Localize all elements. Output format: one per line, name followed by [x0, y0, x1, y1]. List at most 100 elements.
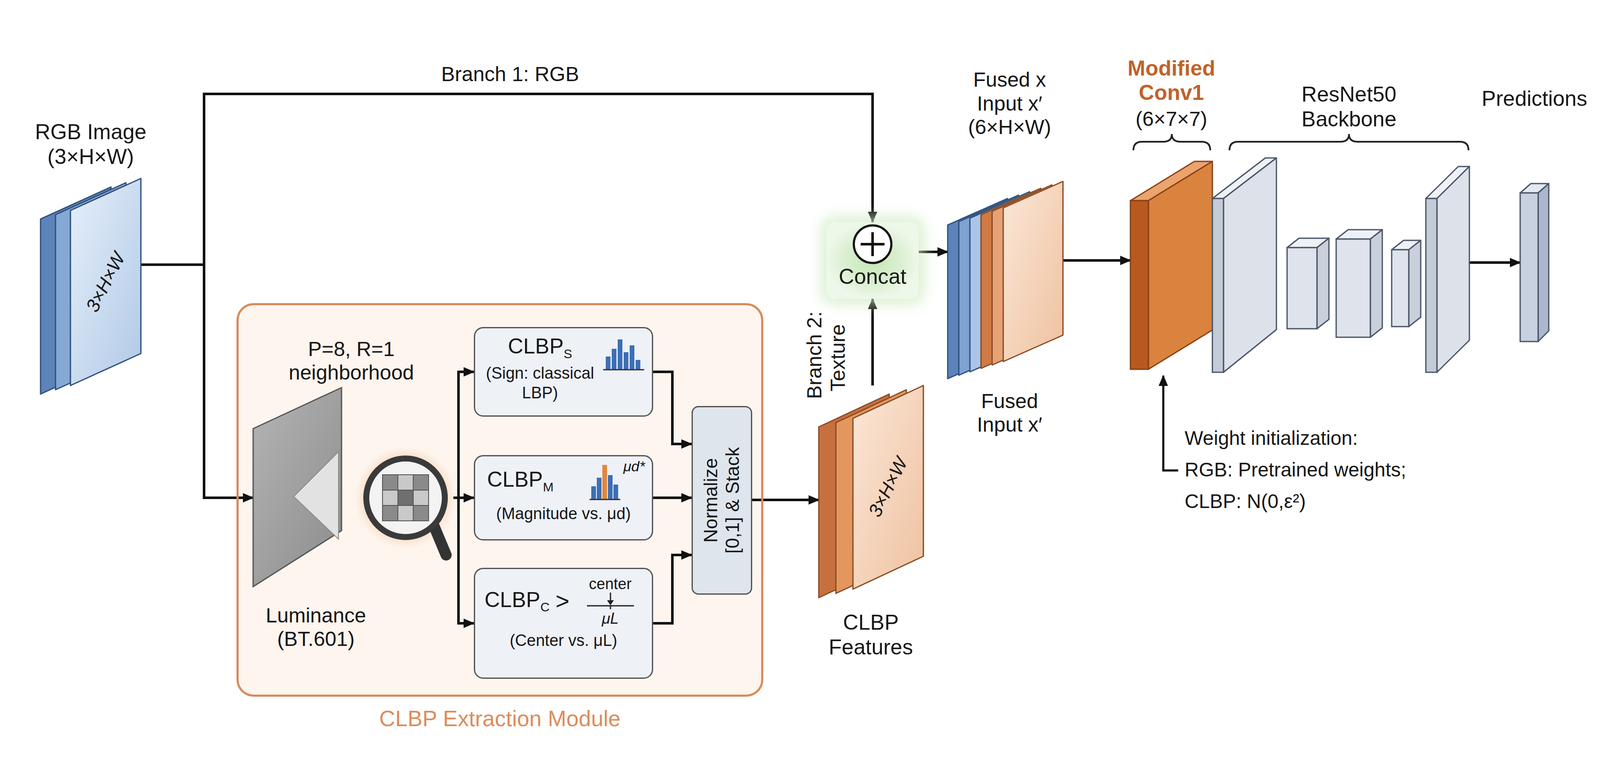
text-holder: Branch 1: RGB [438, 62, 582, 86]
desc-line: (Center vs. μL) [481, 630, 646, 651]
note-text: RGB: Pretrained weights; [1184, 458, 1407, 481]
title-line: CLBPM [481, 462, 590, 495]
connector-arrow [653, 554, 692, 624]
drawing-rect [413, 505, 429, 521]
connector-arrow [140, 93, 873, 265]
module-box: CLBP Extraction Module P=8, R=1 neighbor… [236, 303, 764, 697]
prediction-bar [1520, 183, 1549, 342]
drawing-rect [1212, 198, 1224, 373]
histogram-icon [602, 336, 646, 371]
text-holder: Normalize [0,1] & Stack [700, 439, 744, 562]
concat-symbol [851, 222, 894, 266]
threshold-figure: center μL [575, 575, 646, 628]
stack-heading: Fused x Input x′ (6×H×W) [968, 68, 1052, 138]
drawing-rect [617, 339, 623, 370]
image-stack: 3×H×WRGB Image (3×H×W) [40, 178, 141, 395]
leader-line [1163, 375, 1179, 471]
drawing-rect [413, 474, 429, 491]
title-line: CLBPC [481, 587, 550, 615]
drawing-rect [1425, 198, 1437, 373]
drawing-rect [605, 356, 611, 370]
connector-arrow [871, 298, 874, 386]
drawing-line [434, 526, 447, 555]
feature-stack: 3×H×WCLBP Features [818, 385, 924, 598]
title-line: CLBPS [481, 334, 599, 362]
compare-symbol: > [555, 587, 570, 615]
stack-heading: RGB Image (3×H×W) [35, 119, 147, 169]
text-holder: RGB: Pretrained weights; [1184, 458, 1407, 482]
drawing-polygon [852, 385, 924, 590]
text-holder: P=8, R=1 neighborhood [270, 337, 433, 385]
drawing-rect [1287, 247, 1317, 329]
conv-layer: Modified Conv1(6×7×7) [1130, 161, 1213, 370]
drawing-polygon [253, 387, 342, 587]
process-box: CLBPS(Sign: classical LBP) [473, 327, 654, 417]
concat-node: Concat [826, 221, 919, 299]
box-row: CLBPC>center μL [481, 575, 646, 628]
prediction-output: Predictions [1520, 183, 1549, 342]
text-holder: Modified Conv1(6×7×7) [1107, 56, 1236, 131]
drawing-rect [635, 359, 641, 370]
rgb-stack [40, 178, 141, 395]
text-holder: Branch 2: Texture [802, 298, 850, 415]
note-text: CLBP: N(0,ε²) [1184, 490, 1306, 513]
drawing-polygon [1316, 238, 1329, 329]
drawing-rect [1520, 192, 1539, 342]
stack-caption: Fused Input x′ [976, 389, 1043, 436]
text-holder: Fused x Input x′ (6×H×W) [958, 67, 1061, 139]
box-desc: (Sign: classical LBP) [485, 364, 594, 402]
drawing-polygon [1223, 157, 1277, 373]
drawing-rect [397, 505, 414, 521]
note-text: Weight initialization: [1184, 426, 1358, 450]
backbone-blocks [1212, 157, 1470, 373]
text-holder: Luminance (BT.601) [247, 603, 385, 651]
text-holder: Weight initialization: [1184, 426, 1358, 450]
box-title: CLBP [487, 467, 544, 492]
drawing-rect [382, 474, 398, 491]
luminance-label: Luminance (BT.601) [265, 604, 367, 651]
normalize-label: Normalize [0,1] & Stack [700, 446, 743, 554]
drawing-rect [629, 345, 635, 370]
process-box: CLBPM μd* (Magnitude vs. μd) [473, 455, 654, 541]
drawing-polygon [1003, 181, 1063, 362]
drawing-rect [611, 348, 617, 370]
drawing-circle [366, 458, 445, 538]
drawing-polygon [607, 600, 614, 606]
fused-stack: Fused x Input x′ (6×H×W)Fused Input x′ [947, 181, 1063, 379]
drawing-rect [613, 484, 619, 500]
chart-holder: μd* [589, 462, 646, 501]
fused-stack [947, 181, 1063, 379]
text-holder: CLBP Extraction Module [238, 705, 762, 732]
backbone-bracket [1229, 134, 1469, 151]
drawing-rect [596, 477, 602, 500]
layer-size: (6×7×7) [1107, 107, 1236, 131]
backbone-block: ResNet50 Backbone [1212, 157, 1470, 373]
layer-title: Modified Conv1 [1107, 56, 1236, 106]
figure-label: center [588, 575, 632, 593]
concat-label: Concat [838, 264, 907, 289]
text-holder: RGB Image (3×H×W) [14, 119, 167, 170]
threshold-icon [584, 592, 637, 610]
connector-arrow [1062, 259, 1131, 262]
box-subscript: S [563, 346, 573, 361]
drawing-rect [607, 475, 613, 500]
stack-caption: CLBP Features [828, 610, 913, 660]
module-fill [236, 303, 764, 697]
box-desc: (Center vs. μL) [509, 631, 618, 650]
box-title: CLBP [508, 334, 564, 359]
connector-arrow [453, 497, 474, 624]
drawing-polygon [1436, 166, 1470, 373]
figure-line: μL [601, 609, 619, 628]
text-holder: Concat [826, 264, 919, 290]
text-holder: CLBP Features [806, 610, 935, 660]
desc-line: (Magnitude vs. μd) [481, 504, 646, 524]
drawing-rect [382, 490, 398, 506]
edge-label: Branch 2: Texture [802, 311, 850, 402]
drawing-rect [623, 352, 629, 370]
drawing-line [871, 232, 874, 257]
box-row: CLBPM μd* [481, 462, 646, 501]
normalize-box: Normalize [0,1] & Stack [691, 405, 753, 595]
connector-arrow [1469, 261, 1521, 264]
box-subscript: C [540, 599, 550, 614]
drawing-rect [382, 505, 398, 521]
